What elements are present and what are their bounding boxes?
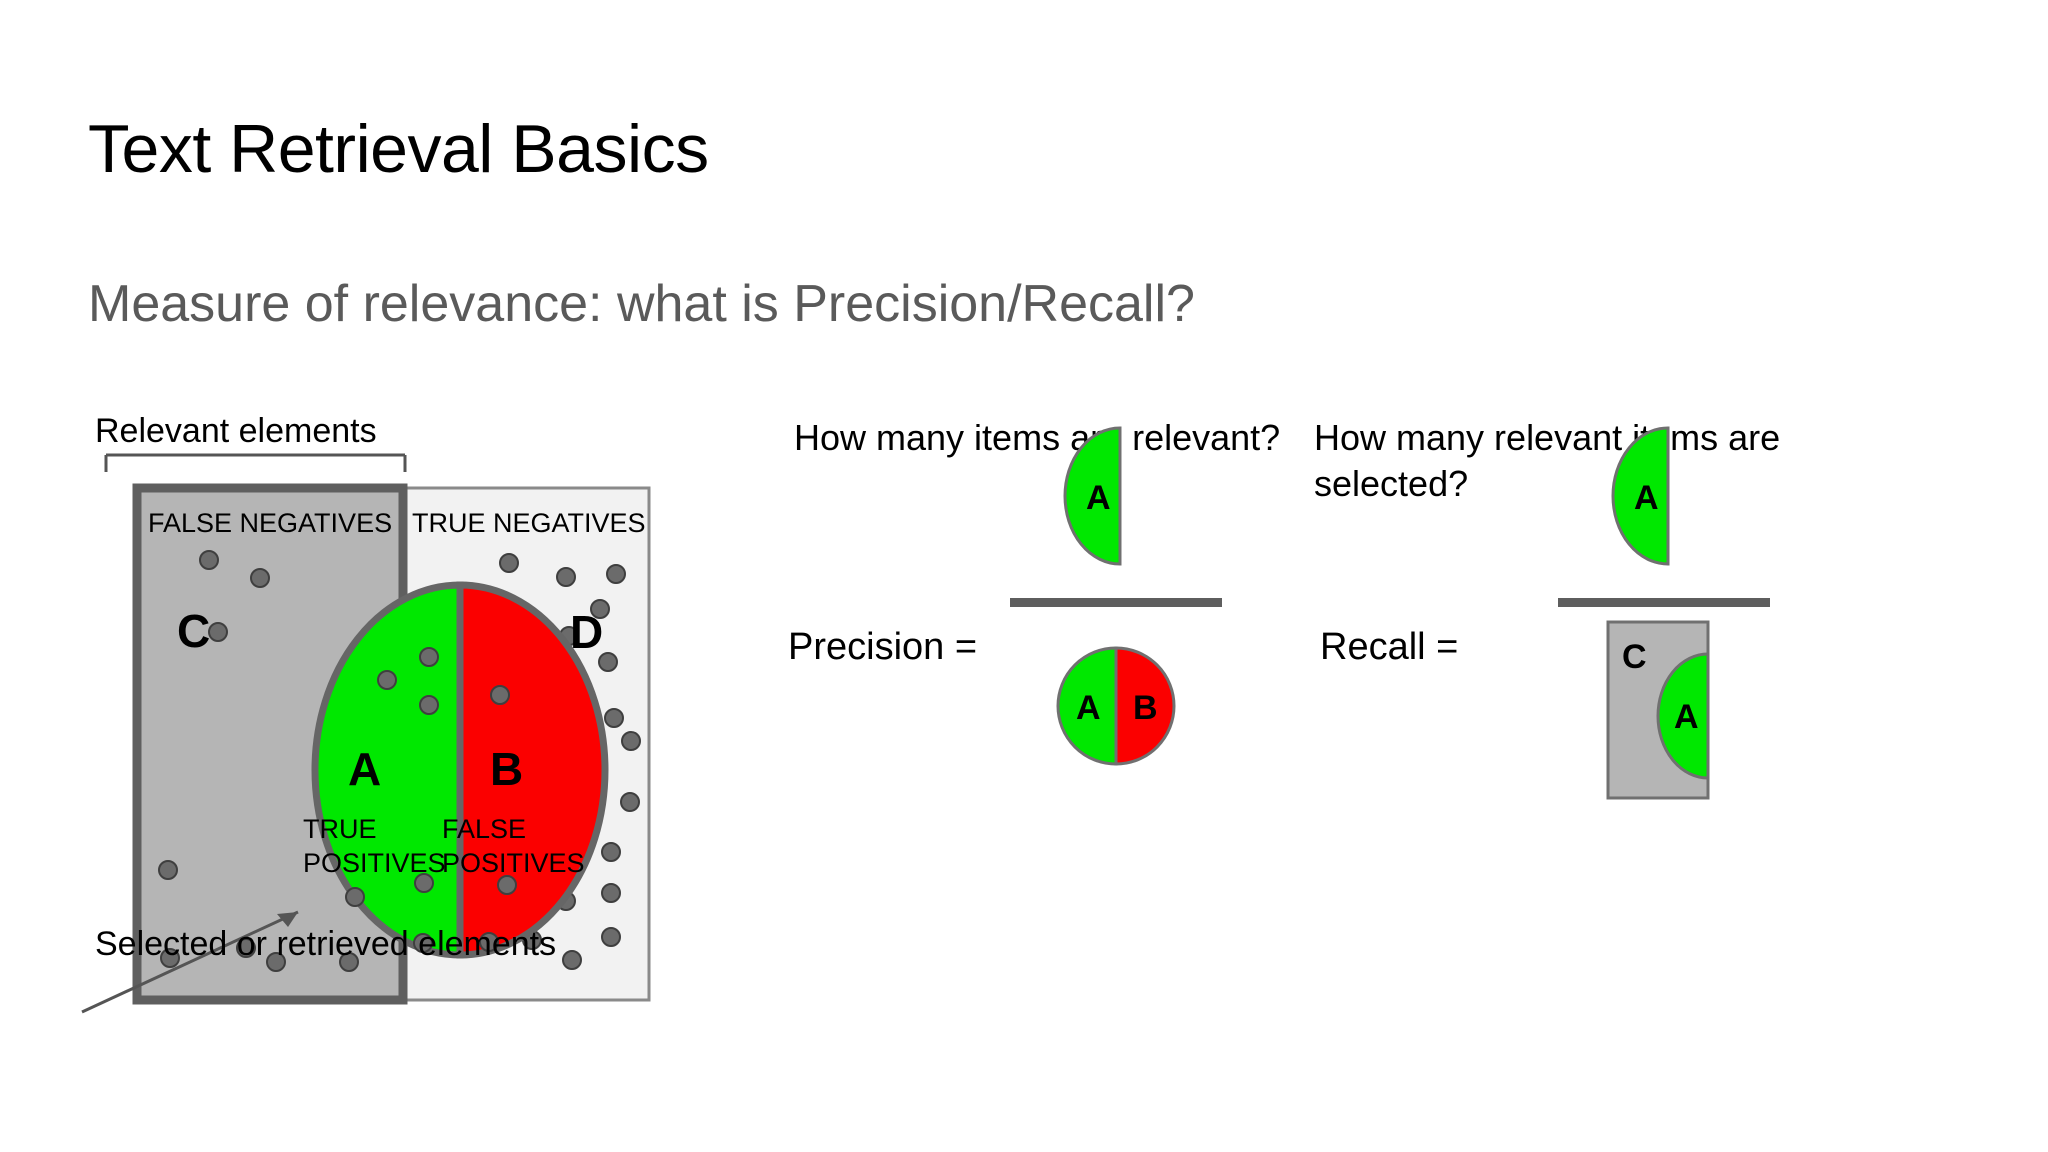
- recall-numerator-shape: [1611, 426, 1670, 566]
- relevant-elements-caption: Relevant elements: [95, 412, 377, 450]
- precision-denominator-red-half: [1114, 646, 1176, 766]
- recall-fraction-bar: [1558, 598, 1770, 607]
- precision-numerator-letter: A: [1086, 479, 1111, 517]
- recall-denominator-letter-a: A: [1674, 698, 1699, 736]
- selected-elements-caption: Selected or retrieved elements: [95, 925, 557, 963]
- false-positives-half: [456, 581, 609, 959]
- false-negatives-label: FALSE NEGATIVES: [148, 508, 392, 538]
- recall-numerator-letter: A: [1634, 479, 1659, 517]
- dots-true-positives: [339, 647, 439, 972]
- precision-fraction-bar: [1010, 598, 1222, 607]
- recall-denominator-letter-c: C: [1622, 638, 1647, 676]
- page-title: Text Retrieval Basics: [88, 111, 709, 187]
- region-b-label: B: [490, 743, 523, 795]
- relevant-bracket: [104, 453, 407, 472]
- recall-label: Recall =: [1320, 626, 1459, 668]
- dots-false-positives: [479, 685, 517, 952]
- true-positives-label-line2: POSITIVES: [303, 848, 446, 878]
- precision-denominator-letter-a: A: [1076, 689, 1101, 727]
- precision-fraction-svg: A A B: [1010, 426, 1222, 766]
- recall-denominator-green-half: [1656, 652, 1710, 780]
- venn-diagram-svg: FALSE NEGATIVES TRUE NEGATIVES C D A B T…: [81, 453, 651, 1014]
- true-negatives-label: TRUE NEGATIVES: [412, 508, 646, 538]
- precision-block: How many items are relevant? Precision =…: [770, 400, 1330, 1040]
- false-positives-label-line1: FALSE: [442, 814, 526, 844]
- precision-question: How many items are relevant?: [794, 417, 1281, 458]
- region-a-label: A: [348, 743, 381, 795]
- precision-denominator-green-half: [1056, 646, 1118, 766]
- true-positives-half: [311, 581, 464, 959]
- venn-diagram-block: Relevant elements: [60, 400, 700, 1040]
- recall-fraction-svg: A C A: [1558, 426, 1770, 800]
- true-positives-label-line1: TRUE: [303, 814, 377, 844]
- precision-label: Precision =: [788, 626, 978, 668]
- precision-numerator-shape: [1063, 426, 1122, 566]
- selected-elements-arrow: [81, 910, 299, 1014]
- recall-question: How many relevant items are selected?: [1314, 417, 1781, 505]
- dots-false-negatives: [158, 550, 286, 972]
- recall-block: How many relevant items are selected? Re…: [1290, 400, 1910, 1040]
- region-c-label: C: [177, 605, 210, 657]
- page-subtitle: Measure of relevance: what is Precision/…: [88, 275, 1195, 333]
- false-positives-label-line2: POSITIVES: [442, 848, 585, 878]
- precision-denominator-letter-b: B: [1133, 689, 1158, 727]
- region-d-label: D: [570, 606, 603, 658]
